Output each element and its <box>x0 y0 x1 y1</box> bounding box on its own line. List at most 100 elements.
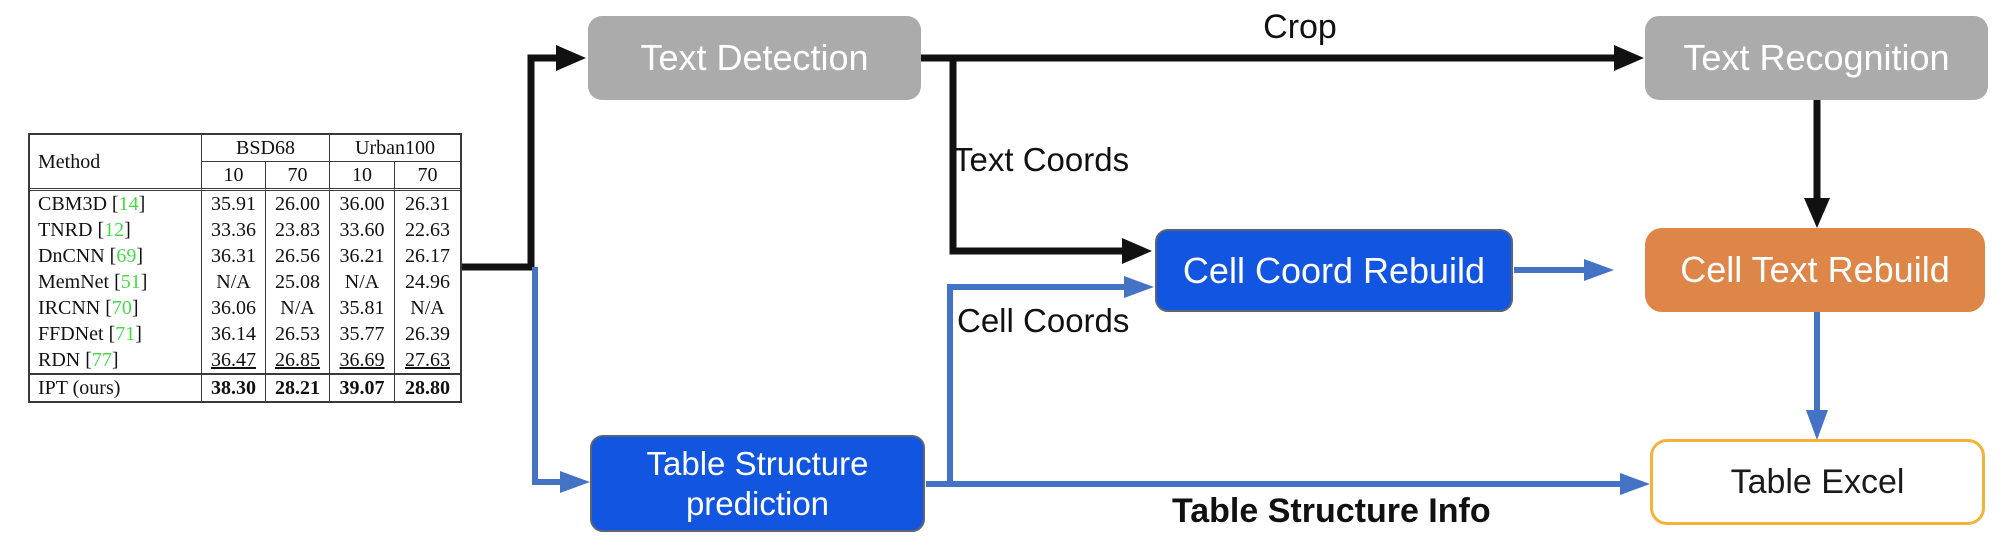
method-name: FFDNet <box>38 323 109 345</box>
method-cell: IPT (ours) <box>30 373 202 401</box>
table-subheader: 70 <box>266 162 330 191</box>
table-row: DnCNN [69] 36.31 26.56 36.21 26.17 <box>30 243 460 269</box>
method-name: IRCNN <box>38 297 106 319</box>
value-cell: 25.08 <box>266 269 330 295</box>
cite-bracket: ] <box>136 245 144 267</box>
cite-number: 70 <box>111 297 132 319</box>
arrow-text-coords <box>949 61 1124 255</box>
value-cell: 22.63 <box>405 219 450 241</box>
value-cell: 36.14 <box>202 321 266 347</box>
table-row: MemNet [51] N/A 25.08 N/A 24.96 <box>30 269 460 295</box>
cite-bracket: [ <box>105 297 112 319</box>
method-name: RDN <box>38 349 86 371</box>
cite-bracket: ] <box>124 219 131 241</box>
method-cell: RDN [77] <box>30 347 202 373</box>
table-header-bsd68: BSD68 <box>202 135 330 162</box>
method-cell: DnCNN [69] <box>30 243 202 269</box>
input-table-image: Method BSD68 Urban100 10 70 10 70 CBM3D … <box>28 133 463 403</box>
method-name: CBM3D <box>38 193 112 215</box>
node-text-detection: Text Detection <box>588 16 921 100</box>
value-cell: 35.91 <box>202 191 266 217</box>
method-cell: FFDNet [71] <box>30 321 202 347</box>
method-name: TNRD <box>38 219 98 241</box>
method-cell: CBM3D [14] <box>30 191 202 217</box>
table-header-urban100: Urban100 <box>330 135 461 162</box>
table-row: TNRD [12] 33.36 23.83 33.60 22.63 <box>30 217 460 243</box>
value-cell: 39.07 <box>330 373 395 401</box>
value-cell: N/A <box>330 269 395 295</box>
node-cell-text-rebuild: Cell Text Rebuild <box>1645 228 1985 312</box>
cite-number: 71 <box>115 323 136 345</box>
value-cell: 36.31 <box>202 243 266 269</box>
method-name: MemNet <box>38 271 115 293</box>
method-cell: MemNet [51] <box>30 269 202 295</box>
table-header-method: Method <box>30 135 202 191</box>
cite-number: 77 <box>91 349 112 371</box>
cite-bracket: [ <box>85 349 92 371</box>
cite-bracket: [ <box>111 193 119 215</box>
arrowhead-input-to-structure-prediction <box>560 471 590 493</box>
arrow-input-to-structure-prediction <box>532 267 562 485</box>
cite-bracket: ] <box>138 193 146 215</box>
table-row: IPT (ours) 38.30 28.21 39.07 28.80 <box>30 373 461 401</box>
arrow-cell-coords <box>947 284 1126 485</box>
value-cell: 28.21 <box>266 373 330 401</box>
value-cell: 26.53 <box>266 321 330 347</box>
method-cell: IRCNN [70] <box>30 295 202 321</box>
value-cell: 26.31 <box>405 193 450 215</box>
method-cell: TNRD [12] <box>30 217 202 243</box>
arrowhead-cell-text-to-excel <box>1806 410 1828 440</box>
arrow-input-to-text-detection <box>462 54 558 271</box>
node-table-structure-prediction: Table Structure prediction <box>590 435 925 532</box>
cite-bracket: [ <box>109 245 117 267</box>
value-cell: 36.47 <box>202 347 266 373</box>
table-row: IRCNN [70] 36.06 N/A 35.81 N/A <box>30 295 460 321</box>
value-cell: N/A <box>266 295 330 321</box>
cite-bracket: ] <box>135 323 142 345</box>
value-cell: 28.80 <box>395 373 461 401</box>
value-cell: 26.39 <box>405 323 450 345</box>
table-row: FFDNet [71] 36.14 26.53 35.77 26.39 <box>30 321 460 347</box>
method-name: IPT (ours) <box>38 377 121 399</box>
arrowhead-text-coords <box>1122 238 1152 264</box>
arrowhead-recognition-to-cell-text <box>1804 198 1830 228</box>
cite-bracket: ] <box>131 297 139 319</box>
arrowhead-coord-to-text-rebuild <box>1584 259 1614 281</box>
value-cell: N/A <box>410 297 445 319</box>
value-cell: 35.77 <box>330 321 395 347</box>
value-cell: 26.17 <box>405 245 450 267</box>
edge-label-cell-coords: Cell Coords <box>957 302 1130 339</box>
cite-number: 12 <box>104 219 125 241</box>
node-cell-coord-rebuild: Cell Coord Rebuild <box>1155 229 1513 312</box>
value-cell: 36.00 <box>330 191 395 217</box>
value-cell: 33.36 <box>202 217 266 243</box>
table-subheader: 70 <box>395 162 461 191</box>
table-subheader: 10 <box>202 162 266 191</box>
value-cell: 23.83 <box>266 217 330 243</box>
value-cell: 26.85 <box>266 347 330 373</box>
value-cell: N/A <box>202 269 266 295</box>
cite-bracket: ] <box>111 349 119 371</box>
cite-number: 51 <box>120 271 141 293</box>
cite-bracket: [ <box>108 323 116 345</box>
value-cell: 38.30 <box>202 373 266 401</box>
node-table-excel: Table Excel <box>1650 439 1985 525</box>
node-text-recognition: Text Recognition <box>1645 16 1988 100</box>
value-cell: 36.06 <box>202 295 266 321</box>
edge-label-crop: Crop <box>1263 8 1337 46</box>
cite-bracket: [ <box>114 271 121 293</box>
value-cell: 26.00 <box>266 191 330 217</box>
value-cell: 33.60 <box>330 217 395 243</box>
table-row: RDN [77] 36.47 26.85 36.69 27.63 <box>30 347 460 373</box>
edge-label-table-structure-info: Table Structure Info <box>1172 492 1491 530</box>
value-cell: 26.56 <box>266 243 330 269</box>
arrowhead-table-structure-info <box>1620 473 1650 495</box>
value-cell: 36.21 <box>330 243 395 269</box>
value-cell: 35.81 <box>330 295 395 321</box>
cite-bracket: ] <box>140 271 148 293</box>
arrowhead-cell-coords <box>1124 276 1154 298</box>
cite-number: 14 <box>118 193 139 215</box>
table-subheader: 10 <box>330 162 395 191</box>
cite-number: 69 <box>116 245 137 267</box>
